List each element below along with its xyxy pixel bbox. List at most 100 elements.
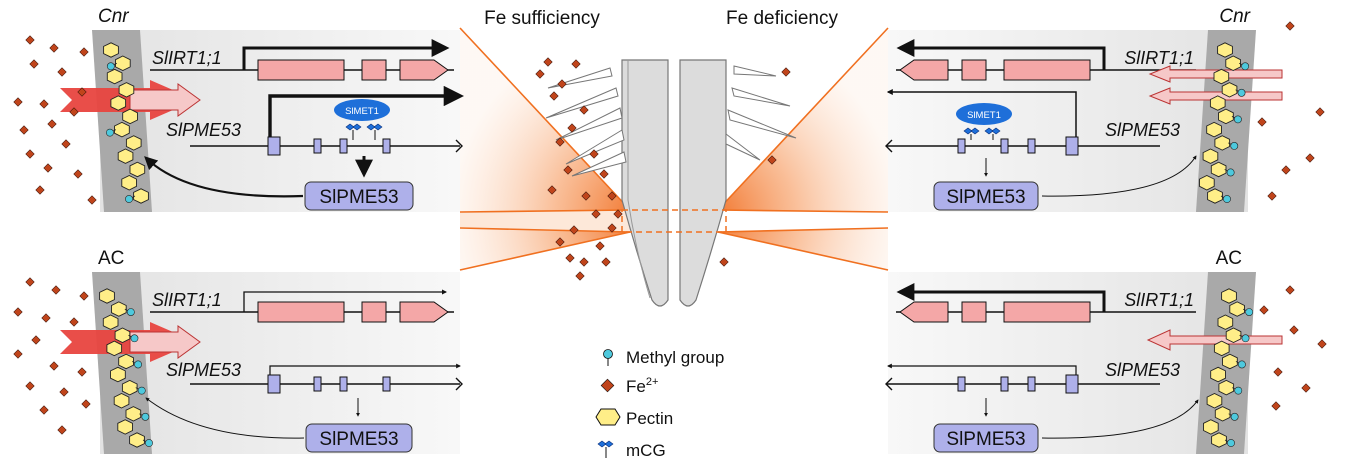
pectin-unit — [111, 301, 127, 317]
fe-ion — [61, 139, 71, 149]
fe-ion — [1259, 305, 1269, 315]
fe-ion — [35, 185, 45, 195]
fe-ion — [1271, 401, 1281, 411]
fe-ion — [565, 253, 575, 263]
fe-ion — [719, 257, 729, 267]
fe-ion — [591, 209, 601, 219]
methyl-group — [145, 439, 153, 447]
pectin-unit — [121, 379, 138, 396]
fe-ions-layer — [13, 21, 1327, 435]
pectin-unit — [1211, 432, 1227, 448]
methyl-group — [1226, 168, 1235, 177]
pectin-unit — [106, 340, 123, 357]
fe-ion — [77, 87, 87, 97]
pectin-unit — [1214, 406, 1231, 422]
fe-ion — [781, 67, 791, 77]
pectin-unit — [1206, 121, 1222, 138]
pectin-unit — [1229, 301, 1245, 317]
methyl-group — [106, 128, 114, 137]
legend: Methyl group Fe2+ Pectin mCG — [595, 348, 724, 460]
pectin-unit — [1218, 379, 1235, 396]
methyl-group — [1237, 88, 1246, 97]
fe-ion — [47, 119, 57, 129]
pectin-unit — [129, 432, 145, 448]
fe-ion — [567, 123, 577, 133]
panel-bottom-left: AC SlIRT1;1 SlPME53 SlPME53 — [60, 248, 463, 454]
fe-ion — [13, 349, 23, 359]
pectin-icon — [595, 408, 621, 426]
pectin-unit — [1209, 95, 1226, 111]
methyl-group — [125, 195, 133, 203]
fe-ion — [1289, 325, 1299, 335]
protein-label: SlPME53 — [319, 429, 398, 450]
title-fe-deficiency: Fe deficiency — [726, 8, 838, 29]
pectin-unit — [114, 121, 130, 138]
methyl-group — [1223, 195, 1231, 203]
pectin-unit — [1217, 314, 1234, 330]
fe-ion — [25, 35, 35, 45]
fe-ion — [601, 257, 611, 267]
pectin-unit — [122, 108, 138, 125]
fe-ion — [1257, 117, 1267, 127]
fe-ion — [557, 79, 567, 89]
zoom-fan-right — [717, 27, 889, 271]
gene-label-irt: SlIRT1;1 — [1124, 48, 1194, 68]
fe-ion — [543, 57, 553, 67]
pectin-unit — [117, 148, 134, 164]
pectin-unit — [118, 353, 134, 370]
fe-ion-icon — [600, 378, 615, 393]
legend-methyl-label: Methyl group — [626, 348, 724, 367]
fe-ion — [13, 307, 23, 317]
legend-fe: Fe2+ — [600, 376, 658, 396]
fe-ion — [25, 277, 35, 287]
fe-ion — [73, 169, 83, 179]
pectin-layer — [99, 42, 1254, 448]
pectin-unit — [110, 366, 126, 383]
pectin-unit — [1206, 392, 1223, 409]
fe-ion — [1285, 285, 1295, 295]
fe-ion — [25, 149, 35, 159]
pectin-unit — [115, 55, 131, 72]
pectin-unit — [1210, 366, 1226, 383]
fe-ion — [575, 271, 585, 281]
pectin-unit — [125, 406, 142, 422]
pectin-unit — [1225, 55, 1241, 72]
fe-ion — [39, 99, 49, 109]
methyl-group — [137, 386, 146, 395]
pectin-unit — [1225, 327, 1242, 344]
fe-ion — [49, 361, 59, 371]
pectin-unit — [118, 82, 135, 98]
fe-ion — [1273, 367, 1283, 377]
fe-ion — [81, 399, 91, 409]
pectin-unit — [1207, 188, 1223, 204]
fe-ion — [39, 405, 49, 415]
fe-ion — [59, 387, 69, 397]
fe-ion — [49, 43, 59, 53]
pectin-unit — [1203, 419, 1219, 435]
fe-ion — [57, 425, 67, 435]
pectin-unit — [110, 95, 127, 111]
pectin-unit — [102, 314, 119, 330]
fe-ion — [581, 191, 591, 201]
genotype-label: Cnr — [98, 6, 129, 27]
fe-ion — [31, 335, 41, 345]
fe-ion — [19, 125, 29, 135]
protein-label: SlPME53 — [946, 429, 1025, 450]
panel-top-left: Cnr SlIRT1;1 SlPME53 SlMET1 SlPME53 — [60, 6, 465, 212]
gene-label-irt: SlIRT1;1 — [152, 290, 222, 310]
fe-ion — [579, 257, 589, 267]
met1-label: SlMET1 — [345, 106, 379, 117]
fe-ion — [1315, 107, 1325, 117]
methyl-group — [1230, 142, 1239, 150]
methyl-group — [1241, 334, 1250, 343]
methyl-group — [1234, 386, 1243, 395]
pectin-unit — [117, 419, 133, 435]
legend-methyl: Methyl group — [603, 348, 724, 367]
fe-ion — [571, 59, 581, 69]
legend-pectin: Pectin — [595, 408, 673, 428]
protein-label: SlPME53 — [319, 187, 398, 208]
fe-ion — [555, 237, 565, 247]
fe-ion — [1301, 383, 1311, 393]
fe-ion — [613, 209, 623, 219]
